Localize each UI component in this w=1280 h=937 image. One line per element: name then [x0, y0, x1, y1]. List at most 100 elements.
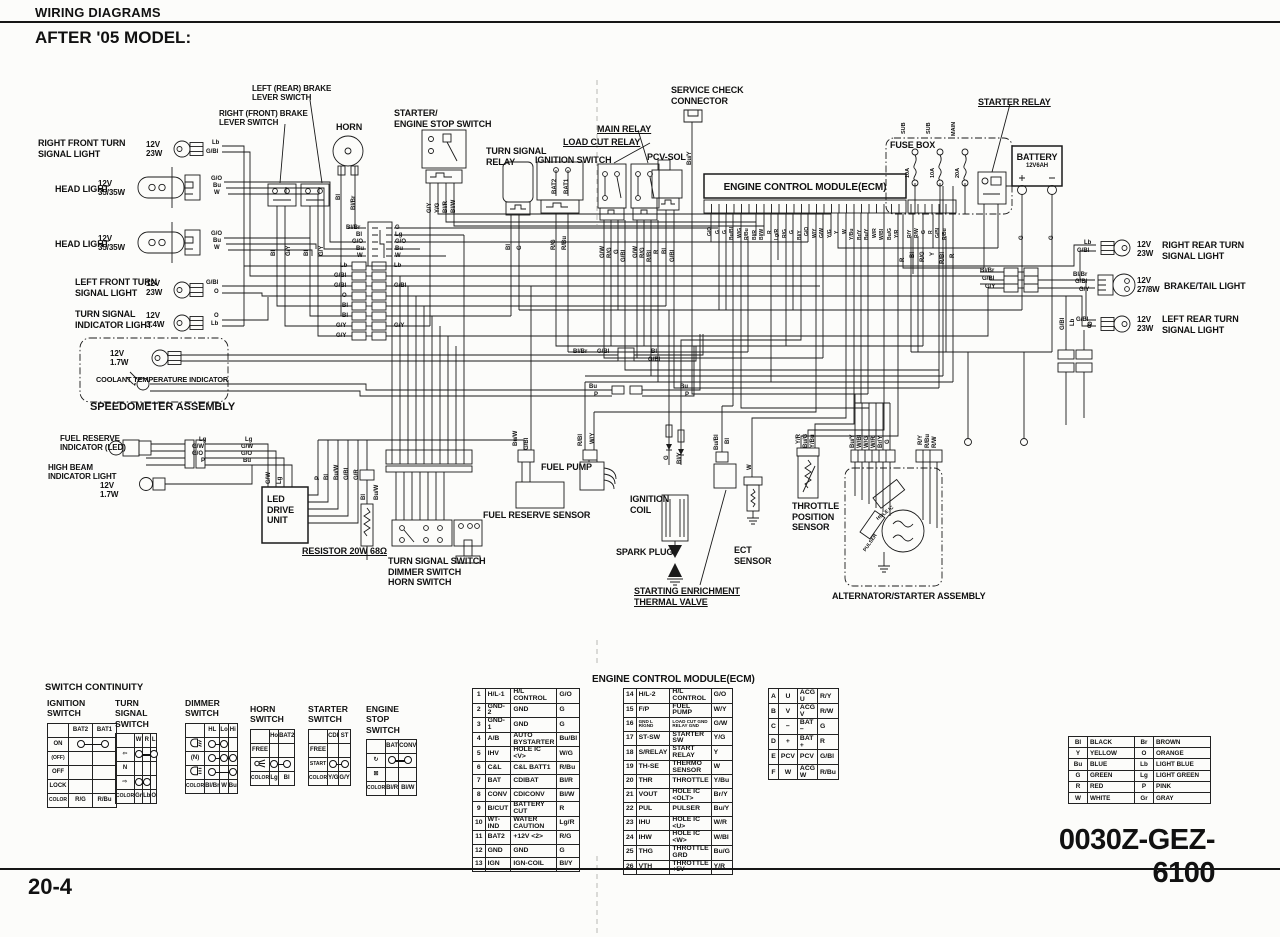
col-header: CONV [398, 738, 418, 754]
row-header: COLOR [249, 770, 271, 786]
wire-label: Bl [342, 313, 348, 319]
pin-name: CONV [484, 787, 512, 803]
pcv-sol-label: PCV-SOL [647, 152, 686, 162]
pin-wire-color: Bu/G [710, 844, 733, 861]
arrow-left-icon: ⇦ [114, 746, 136, 762]
continuity-cell [269, 756, 280, 772]
fuel-pump-label: FUEL PUMP [541, 462, 592, 472]
col-header: BAT2 [68, 722, 93, 738]
pin-name: PUL [635, 802, 671, 817]
pin-wire-color: Br/Y [710, 787, 733, 804]
pin-wire-color: Bl/W [556, 787, 581, 803]
row-header: COLOR [114, 788, 136, 804]
continuity-cell [92, 750, 117, 766]
continuity-cell: O [150, 788, 158, 804]
model-title: AFTER '05 MODEL: [35, 28, 192, 47]
wire-label: G/Bl [206, 280, 219, 286]
headlight-2-label: HEAD LIGHT [55, 239, 109, 249]
continuity-cell: Bl/W [398, 780, 418, 796]
pin-function: GND [510, 702, 558, 719]
pin-wire-color: Y/R [710, 859, 733, 876]
wire-label: G/W [266, 472, 272, 484]
pin-number: 2 [472, 702, 486, 719]
wire-label: G/Y [319, 245, 325, 256]
left-front-turn-label: LEFT FRONT TURN SIGNAL LIGHT [75, 277, 157, 298]
wire-label: G [1019, 235, 1025, 240]
wire-label: G/Bl [648, 357, 661, 363]
wire-label: G/Bl [1076, 317, 1089, 323]
pin-wire-color: R/Bu [556, 760, 581, 776]
wire-label: G/O [211, 176, 223, 182]
wire-label: Lb [212, 140, 220, 146]
wire-label: R/G [640, 247, 646, 258]
continuity-cell [398, 766, 418, 782]
right-front-turn-label: RIGHT FRONT TURN SIGNAL LIGHT [38, 138, 126, 159]
wire-label: Bu/G [887, 228, 893, 240]
pin-function: THROTTLE [669, 774, 712, 789]
color-abbr: O [1134, 747, 1154, 760]
wire-label: G/R [354, 469, 360, 480]
wire-label: G [664, 455, 670, 460]
wire-label: G/O [352, 239, 364, 245]
wire-label: SUB [901, 122, 907, 134]
continuity-cell [385, 752, 400, 768]
turn-signal-switch-title: TURN SIGNAL SWITCH [115, 698, 149, 729]
pin-name: GND [484, 843, 512, 859]
turn-indicator-label: TURN SIGNAL INDICATOR LIGHT [75, 309, 153, 330]
wire-label: Bl [662, 248, 668, 254]
wire-label: Bl/Y [797, 230, 803, 240]
lo-beam-icon [184, 736, 206, 752]
col-header [114, 732, 136, 748]
color-abbr: Gr [1134, 791, 1154, 805]
wire-label: Bl/Br [346, 225, 361, 231]
col-header: Hi [227, 722, 238, 738]
pin-name: S/RELAY [635, 745, 671, 761]
wire-label: 20A [955, 167, 961, 178]
wire-label: Bu [213, 183, 221, 189]
ecm-box-label: ENGINE CONTROL MODULE(ECM) [723, 182, 887, 193]
wire-label: G/Bl [597, 349, 610, 355]
aux-function: ACG U [796, 687, 819, 705]
pin-function: CDICONV [510, 787, 558, 803]
wire-label: R [950, 253, 956, 258]
wire-label: Bu/W [513, 430, 519, 446]
col-header: HL [204, 722, 221, 738]
pin-function: THROTTLE GRD [669, 844, 712, 861]
switch-continuity-title: SWITCH CONTINUITY [45, 682, 144, 693]
wire-label: W [747, 464, 753, 470]
wire-label: W/Bl [857, 434, 863, 448]
pin-function: STARTER SW [669, 730, 712, 747]
color-name: GRAY [1153, 791, 1211, 805]
col-header [184, 722, 206, 738]
pin-function: WATER CAUTION [510, 815, 558, 832]
pin-wire-color: Bu/Bl [556, 731, 581, 748]
pin-name: IHV [484, 746, 512, 762]
pin-name: GND-2 [484, 702, 512, 719]
color-abbr: Bl [1068, 735, 1088, 749]
aux-pin: F [768, 763, 779, 781]
pin-number: 1 [472, 688, 486, 704]
pin-number: 9 [472, 801, 486, 817]
continuity-cell [327, 756, 340, 772]
continuity-cell [227, 764, 238, 780]
high-beam-label: HIGH BEAM INDICATOR LIGHT [48, 463, 117, 482]
continuity-cell [338, 742, 351, 758]
handlebar-switches-label: TURN SIGNAL SWITCH DIMMER SWITCH HORN SW… [388, 556, 486, 588]
col-header: Ho [269, 728, 280, 744]
wire-label: G/Bl [1075, 279, 1088, 285]
aux-wire-color: R/Bu [817, 763, 839, 781]
wire-label: G/W [633, 246, 639, 258]
wire-label: O [342, 293, 347, 299]
pin-name: IHW [635, 830, 671, 846]
wire-label: Y/G [827, 229, 833, 238]
right-rear-turn-label: RIGHT REAR TURN SIGNAL LIGHT [1162, 240, 1244, 261]
col-header: Lo [219, 722, 229, 738]
brake-tail-rating: 12V 27/8W [1137, 276, 1160, 295]
pin-wire-color: G/O [710, 688, 733, 704]
wire-label: W [842, 229, 848, 234]
pin-number: 5 [472, 746, 486, 762]
header-rule [0, 21, 1280, 24]
wire-label: Bu/Bl [729, 226, 735, 240]
